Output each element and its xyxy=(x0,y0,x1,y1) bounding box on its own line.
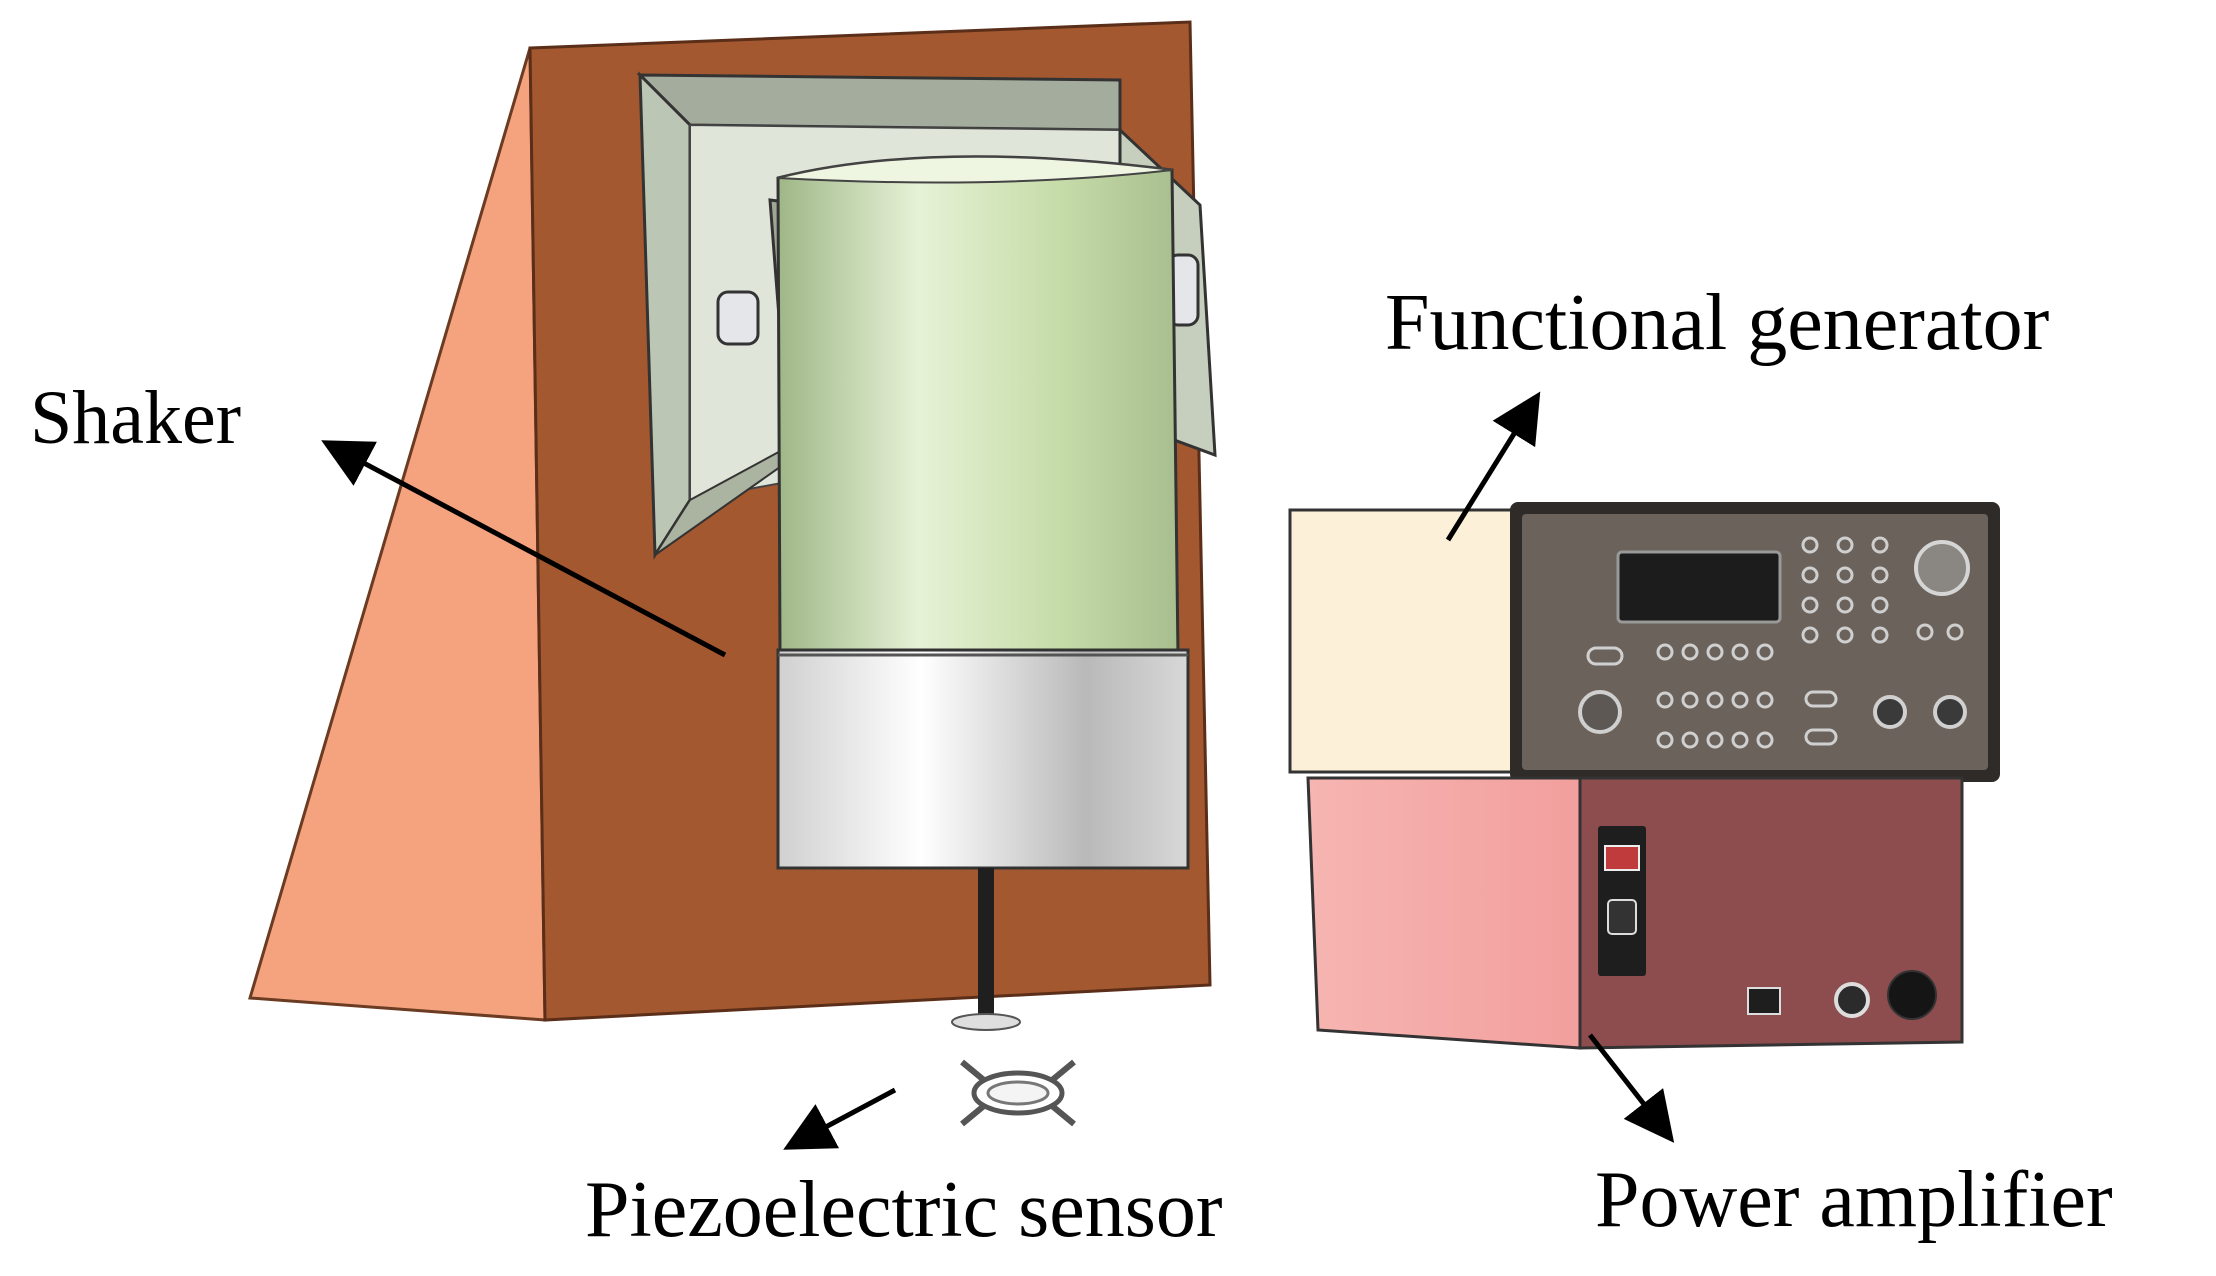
shaker-rod-foot xyxy=(951,1013,1021,1031)
amplifier-bnc-icon xyxy=(1834,982,1870,1018)
power-amplifier-arrow xyxy=(1588,1033,1675,1143)
piezoelectric-sensor-icon xyxy=(960,1059,1076,1127)
shaker-label: Shaker xyxy=(30,376,242,460)
amplifier-front xyxy=(1578,776,1964,1050)
shaker-top-rim xyxy=(777,155,1173,184)
bracket-back xyxy=(636,73,1122,132)
generator-knob-icon xyxy=(1914,540,1970,596)
bnc-output-2-icon xyxy=(1933,695,1967,729)
shaker-rod xyxy=(978,868,994,1018)
piezoelectric-sensor-arrow xyxy=(783,1087,897,1150)
functional-generator-arrow xyxy=(1445,391,1541,542)
bolt-left-icon xyxy=(716,290,760,346)
amplifier-switch-rocker xyxy=(1604,845,1640,871)
shaker-cylinder xyxy=(776,155,1190,1031)
generator-dial-icon xyxy=(1578,690,1622,734)
amplifier-socket-icon xyxy=(1607,899,1637,935)
keypad-buttons xyxy=(1801,536,1964,644)
power-amplifier xyxy=(1306,776,1964,1050)
functional-generator-label: Functional generator xyxy=(1385,279,2050,367)
piezoelectric-sensor-label: Piezoelectric sensor xyxy=(585,1166,1223,1254)
shaker-arrow xyxy=(321,440,727,658)
generator-body xyxy=(1288,508,1532,774)
amplifier-switch-small-icon xyxy=(1747,987,1781,1015)
power-amplifier-label: Power amplifier xyxy=(1595,1156,2113,1244)
bnc-output-1-icon xyxy=(1873,695,1907,729)
amplifier-speaker-jack-icon xyxy=(1887,970,1937,1020)
callout-arrows xyxy=(321,391,1675,1150)
function-buttons xyxy=(1586,643,1838,749)
functional-generator xyxy=(1288,502,2000,782)
shaker-body xyxy=(776,155,1180,657)
shaker-base-ring xyxy=(776,648,1190,870)
amplifier-side xyxy=(1306,776,1582,1050)
generator-display xyxy=(1616,550,1782,624)
